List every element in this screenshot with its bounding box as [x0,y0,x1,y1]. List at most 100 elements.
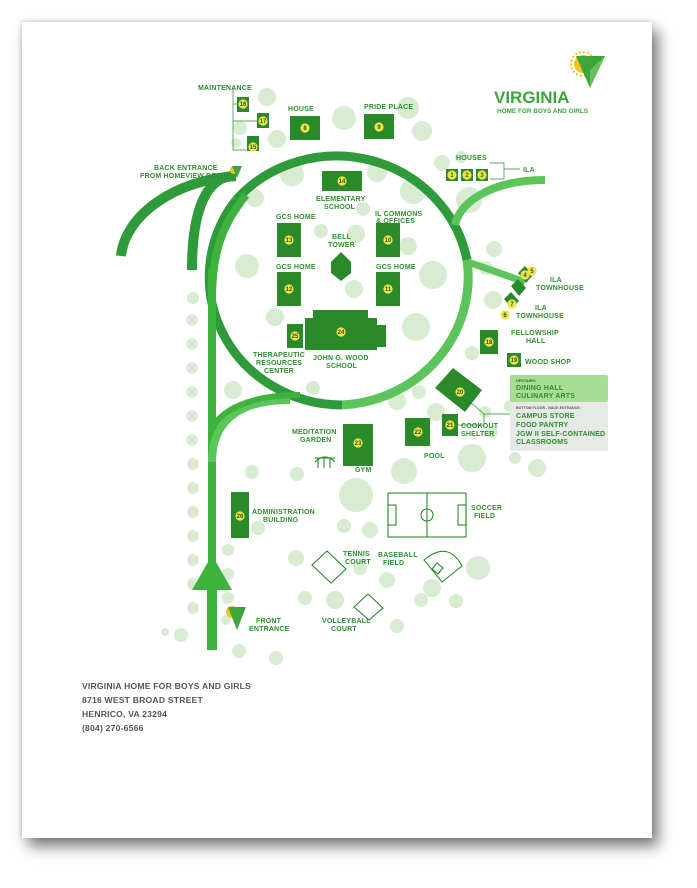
label-house: HOUSE [288,106,314,113]
label-gcs-home-12: GCS HOME [276,264,316,271]
building-number-circle [284,235,294,245]
building-number-circle [290,331,300,341]
building-number: 5 [530,269,534,275]
building-number: 20 [457,390,464,396]
building-number-circle [383,235,393,245]
label-tennis-court: COURT [345,559,371,566]
building-number: 17 [260,119,267,125]
label-il-offices: & OFFICES [376,218,415,225]
brand-tagline: HOME FOR BOYS AND GIRLS [497,108,589,115]
building-number-circle [484,337,494,347]
label-back-entrance: BACK ENTRANCE [154,165,218,172]
building-number-circle [455,387,465,397]
food-pantry-text: FOOD PANTRY [516,422,568,429]
label-elementary: ELEMENTARY [316,196,366,203]
upstairs-tag: UPSTAIRS: [516,379,536,383]
label-volleyball: VOLLEYBALL [322,618,371,625]
building-number: 14 [339,179,346,185]
dining-hall-text: DINING HALL [516,385,564,392]
building-number: 19 [511,358,518,364]
building-number-circle [336,327,346,337]
label-fellowship-hall: HALL [526,338,546,345]
address-block: VIRGINIA HOME FOR BOYS AND GIRLS 8716 WE… [82,679,251,735]
building-number-circle [353,438,363,448]
building-number-circle [413,427,423,437]
address-city: HENRICO, VA 23294 [82,709,168,719]
label-pool: POOL [424,453,445,460]
building-number-circle [300,123,310,133]
building-number: 13 [286,238,293,244]
building-number: 18 [486,340,493,346]
building-number: 26 [237,514,244,520]
building-number: 12 [286,287,293,293]
building-number: 3 [480,173,484,179]
label-shelter: SHELTER [461,431,495,438]
label-volleyball-court: COURT [331,626,357,633]
building-number-circle [462,170,472,180]
building-number-circle [284,284,294,294]
label-john-g-wood: JOHN G. WOOD [313,355,369,362]
culinary-arts-text: CULINARY ARTS [516,393,575,400]
building-number-circle [337,176,347,186]
building-number: 9 [377,125,381,131]
label-baseball-field: FIELD [383,560,404,567]
label-ila-townhouse-a2: TOWNHOUSE [536,285,584,292]
label-bell: BELL [332,234,352,241]
label-pride-place: PRIDE PLACE [364,104,413,111]
label-therapeutic: THERAPEUTIC [253,352,305,359]
label-il-commons: IL COMMONS [375,211,423,218]
bottom-floor-tag: BOTTOM FLOOR - BACK ENTRANCE: [516,406,581,410]
building-number-circle [527,266,537,276]
building-number: 8 [303,126,307,132]
label-elementary-school: SCHOOL [324,204,356,211]
label-resources: RESOURCES [256,360,302,367]
building-number: 7 [510,302,514,308]
label-admin-building: BUILDING [263,517,299,524]
label-maintenance: MAINTENANCE [198,85,252,92]
label-front-entrance: ENTRANCE [249,626,290,633]
building-number-circle [248,142,258,152]
address-phone: (804) 270-6566 [82,723,144,733]
building-number: 11 [385,287,392,293]
building-number-circle [258,116,268,126]
sports-fields [311,456,467,621]
label-meditation: MEDITATION [292,429,337,436]
building-number: 2 [465,173,469,179]
building-number-circle [447,170,457,180]
building-number-circle [509,355,519,365]
label-cookout: COOKOUT [461,423,499,430]
classrooms-text: CLASSROOMS [516,439,568,446]
label-bell-tower: TOWER [328,242,355,249]
building-number: 24 [338,330,345,336]
label-soccer-field: FIELD [474,513,495,520]
building-number: 23 [355,441,362,447]
label-center: CENTER [264,368,294,375]
campus-store-text: CAMPUS STORE [516,413,575,420]
building-number: 10 [385,238,392,244]
building-number: 22 [415,430,422,436]
building-number: 1 [450,173,454,179]
building-number: 16 [240,102,247,108]
label-ila: ILA [523,167,535,174]
back-entrance-logo-icon [230,166,242,178]
address-street: 8716 WEST BROAD STREET [82,695,203,705]
label-gcs-home-13: GCS HOME [276,214,316,221]
building-number: 21 [447,423,454,429]
leader-lines [232,86,520,426]
building-number: 4 [523,273,527,279]
label-garden: GARDEN [300,437,332,444]
building-number-circle [238,99,248,109]
label-ila-townhouse-b2: TOWNHOUSE [516,313,564,320]
building-number-circle [500,310,510,320]
building-number-circle [477,170,487,180]
building-number-circle [235,511,245,521]
building-number-circle [445,420,455,430]
dining-hall-callout: UPSTAIRS: DINING HALL CULINARY ARTS BOTT… [510,375,608,451]
building-number: 25 [292,334,299,340]
building-number: 15 [250,145,257,151]
label-back-entrance-drive: FROM HOMEVIEW DRIVE [140,173,229,180]
building-number-circle [520,270,530,280]
virginia-home-logo: VIRGINIA HOME FOR BOYS AND GIRLS [494,51,605,115]
